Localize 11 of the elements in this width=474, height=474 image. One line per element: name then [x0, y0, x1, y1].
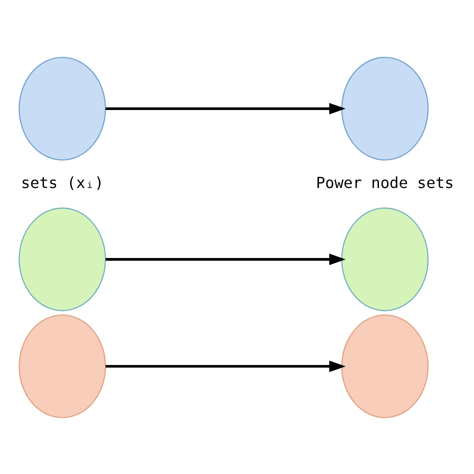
node-ellipse [18, 56, 106, 160]
arrow [106, 253, 346, 265]
arrow [106, 360, 346, 372]
node-ellipse [18, 206, 106, 311]
label: sets (xᵢ) [20, 174, 104, 192]
node-ellipse [341, 314, 429, 418]
arrow [106, 102, 346, 114]
node-ellipse [18, 314, 106, 418]
node-ellipse [341, 56, 429, 160]
label: Power node sets [316, 174, 454, 192]
node-ellipse [341, 206, 429, 311]
